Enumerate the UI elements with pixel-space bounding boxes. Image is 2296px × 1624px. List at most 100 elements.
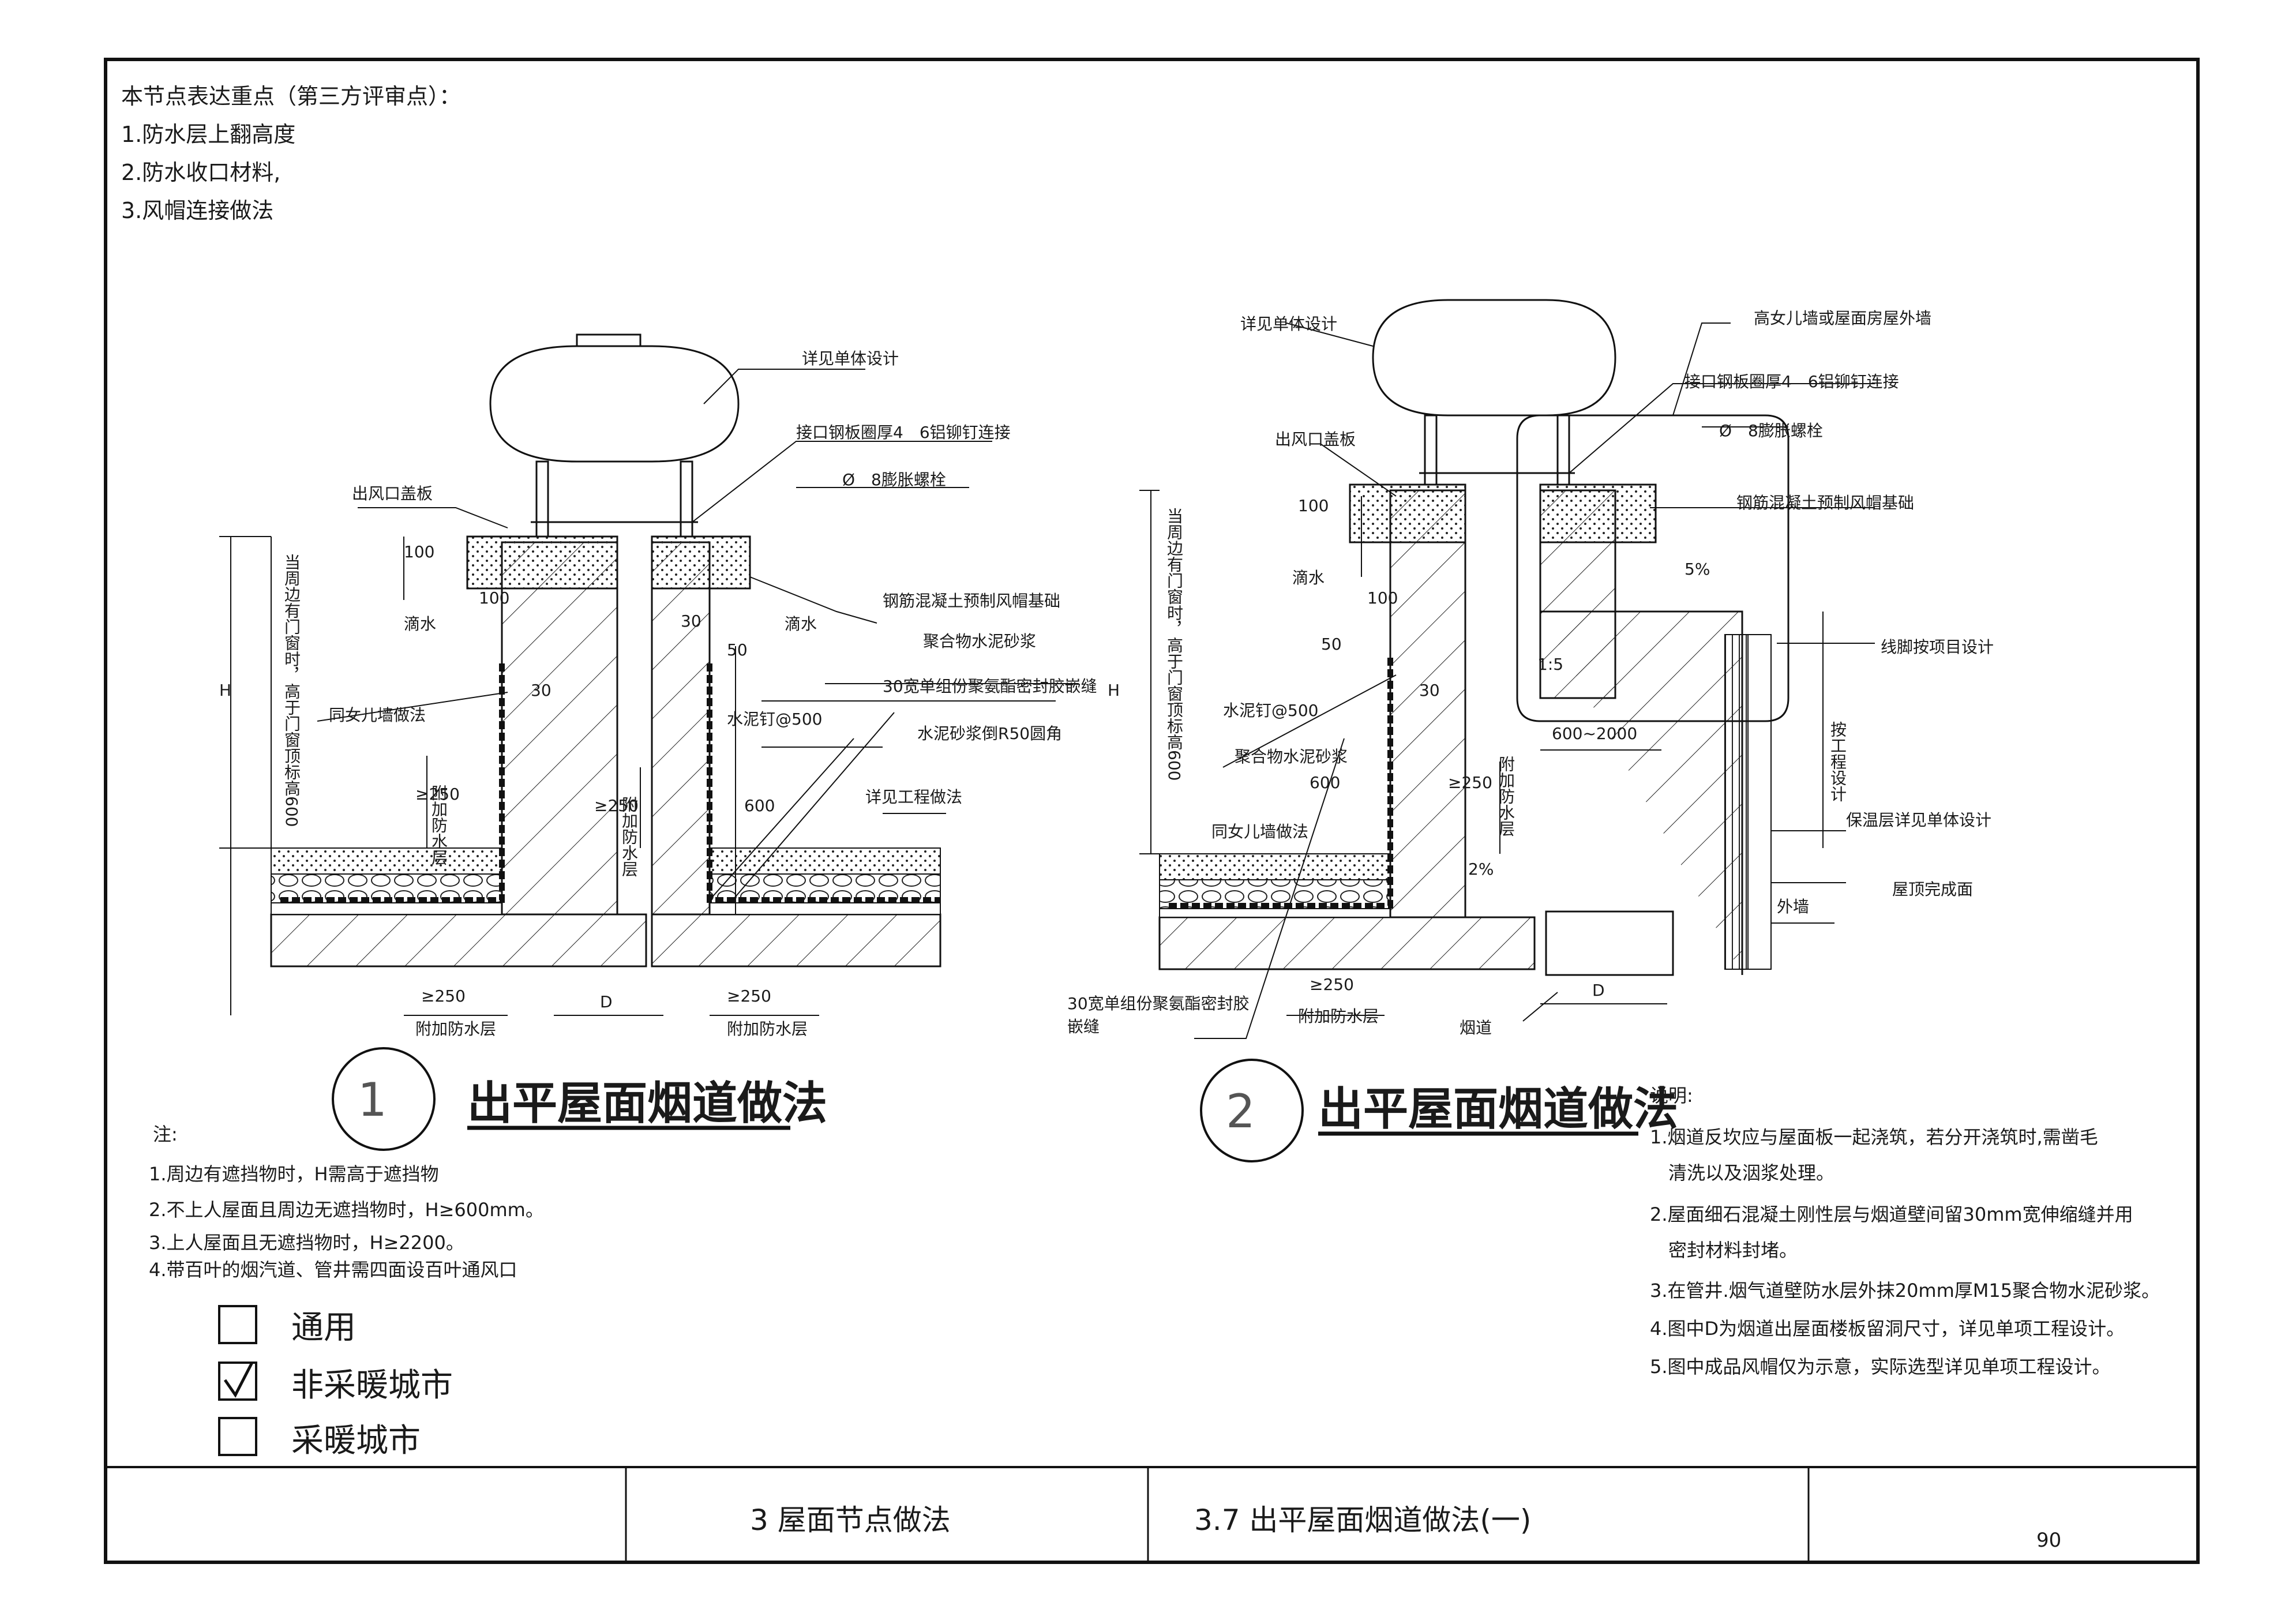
label-dim-30-2: 30 <box>1419 681 1440 700</box>
label-addl-left: 附加防水层 <box>415 1019 497 1038</box>
label-dim-600-2: 600 <box>1310 773 1341 792</box>
label-d: D <box>600 992 613 1011</box>
label-d-2: D <box>1592 981 1605 1000</box>
note-item: 1.周边有遮挡物时，H需高于遮挡物 <box>149 1163 439 1185</box>
label-ge250-h1: ≥250 <box>421 987 466 1006</box>
label-span: 600~2000 <box>1552 724 1638 743</box>
label-seal: 30宽单组份聚氨酯密封胶嵌缝 <box>883 677 1097 696</box>
label-mortar-2: 聚合物水泥砂浆 <box>1235 747 1348 766</box>
detail-1-number: 1 <box>358 1073 387 1127</box>
label-ge250-v-2: ≥250 <box>1448 773 1492 792</box>
label-hood-2: 详见单体设计 <box>1240 314 1338 333</box>
label-wall-2: 高女儿墙或屋面房屋外墙 <box>1754 309 1932 328</box>
legend-label: 非采暖城市 <box>291 1367 453 1404</box>
detail-2-title: 出平屋面烟道做法 <box>1318 1083 1679 1135</box>
explanation-title: 说明: <box>1650 1085 1693 1107</box>
legend-label: 通用 <box>291 1309 356 1347</box>
label-ge250-h-2: ≥250 <box>1310 975 1354 994</box>
explanation-item: 2.屋面细石混凝土刚性层与烟道壁间留30mm宽伸缩缝并用 <box>1650 1203 2133 1225</box>
explanation-item: 清洗以及洇浆处理。 <box>1650 1162 1835 1184</box>
label-dim-100-2: 100 <box>1298 496 1329 515</box>
note-item: 4.带百叶的烟汽道、管井需四面设百叶通风口 <box>149 1259 517 1281</box>
label-parapet: 同女儿墙做法 <box>329 706 426 725</box>
label-wp-v2: 附加防水层 <box>620 796 639 877</box>
detail-1-circle <box>332 1047 436 1151</box>
label-wp-v1: 附加防水层 <box>429 785 448 865</box>
label-nail: 水泥钉@500 <box>727 710 823 729</box>
explanation-item: 4.图中D为烟道出屋面楼板留洞尺寸，详见单项工程设计。 <box>1650 1318 2125 1340</box>
detail-1-drawing <box>219 333 1079 1016</box>
label-cover-2: 出风口盖板 <box>1275 430 1356 449</box>
label-base-2: 钢筋混凝土预制风帽基础 <box>1736 493 1915 512</box>
label-joint: 接口钢板圈厚4 6铝铆钉连接 <box>796 423 1011 442</box>
explanation-item: 1.烟道反坎应与屋面板一起浇筑，若分开浇筑时,需凿毛 <box>1650 1126 2098 1148</box>
label-joint-2: 接口钢板圈厚4 6铝铆钉连接 <box>1685 372 1899 391</box>
label-height-note: 当周边有门窗时，高于门窗顶标高600 <box>282 554 301 827</box>
label-mortar: 聚合物水泥砂浆 <box>923 632 1037 651</box>
label-project: 详见工程做法 <box>865 787 963 807</box>
legend-checkbox[interactable] <box>218 1305 257 1344</box>
header-point: 1.防水层上翻高度 <box>121 122 296 147</box>
detail-2-circle <box>1200 1059 1304 1162</box>
label-flue-2: 烟道 <box>1460 1018 1492 1037</box>
label-dim-30: 30 <box>531 681 552 700</box>
label-bolt-2: Ø 8膨胀螺栓 <box>1719 421 1823 440</box>
label-project-v-2: 按工程设计 <box>1828 721 1847 802</box>
header-point: 3.风帽连接做法 <box>121 198 274 223</box>
label-nail-2: 水泥钉@500 <box>1223 701 1319 720</box>
label-skirting-2: 线脚按项目设计 <box>1881 637 1994 657</box>
note-item: 3.上人屋面且无遮挡物时，H≥2200。 <box>149 1232 464 1254</box>
label-slope-2: 2% <box>1468 860 1494 879</box>
label-height-note-2: 当周边有门窗时，高于门窗顶标高600 <box>1165 508 1184 781</box>
detail-2-drawing <box>1139 299 1875 1039</box>
explanation-item: 密封材料封堵。 <box>1650 1239 1798 1261</box>
label-extwall-2: 外墙 <box>1777 897 1810 916</box>
detail-2-number: 2 <box>1226 1085 1255 1138</box>
label-base: 钢筋混凝土预制风帽基础 <box>883 591 1061 610</box>
header-title: 本节点表达重点（第三方评审点）： <box>121 84 462 109</box>
label-wp-v-2: 附加防水层 <box>1496 756 1515 837</box>
sheet-border <box>104 58 2200 1564</box>
legend-checkbox-checked[interactable] <box>218 1362 257 1401</box>
legend-checkbox[interactable] <box>218 1417 257 1456</box>
label-dim-50: 50 <box>727 640 748 659</box>
label-h-2: H <box>1108 681 1120 700</box>
title-block-section: 3 屋面节点做法 <box>750 1503 951 1537</box>
label-ge250-v1: ≥250 <box>415 785 460 804</box>
label-dim-30b: 30 <box>681 612 701 631</box>
label-fillet: 水泥砂浆倒R50圆角 <box>917 724 1063 743</box>
label-dim-100: 100 <box>404 542 435 561</box>
label-hood: 详见单体设计 <box>802 349 899 368</box>
page-number: 90 <box>2036 1529 2062 1552</box>
label-drip-left: 滴水 <box>404 614 437 633</box>
label-ge250-h2: ≥250 <box>727 987 771 1006</box>
label-drip-right: 滴水 <box>785 614 817 633</box>
checkmark-icon <box>223 1364 253 1398</box>
title-block-subsection: 3.7 出平屋面烟道做法(一) <box>1194 1503 1532 1537</box>
header-point: 2.防水收口材料, <box>121 160 281 185</box>
label-drip-2: 滴水 <box>1292 568 1325 587</box>
explanation-item: 3.在管井.烟气道壁防水层外抹20mm厚M15聚合物水泥砂浆。 <box>1650 1280 2160 1302</box>
label-addl-right: 附加防水层 <box>727 1019 808 1038</box>
label-dim-600: 600 <box>744 796 775 815</box>
label-ratio: 1:5 <box>1537 655 1564 674</box>
label-wp-h-2: 附加防水层 <box>1298 1007 1379 1026</box>
label-dim-50-2: 50 <box>1321 635 1342 654</box>
label-ge250-v2: ≥250 <box>594 796 639 815</box>
detail-1-title: 出平屋面烟道做法 <box>467 1078 828 1130</box>
notes-title: 注: <box>153 1123 178 1145</box>
label-h: H <box>219 681 232 700</box>
label-dim-100b: 100 <box>479 588 510 607</box>
label-slope-5: 5% <box>1685 560 1710 579</box>
label-bolt: Ø 8膨胀螺栓 <box>842 470 946 489</box>
explanation-item: 5.图中成品风帽仅为示意，实际选型详见单项工程设计。 <box>1650 1356 2111 1378</box>
label-dim-100b-2: 100 <box>1367 588 1398 607</box>
legend-label: 采暖城市 <box>291 1422 421 1460</box>
label-seal-2: 30宽单组份聚氨酯密封胶嵌缝 <box>1067 994 1250 1036</box>
label-insul-2: 保温层详见单体设计 <box>1846 811 1992 830</box>
label-cover: 出风口盖板 <box>352 484 433 503</box>
note-item: 2.不上人屋面且周边无遮挡物时，H≥600mm。 <box>149 1199 544 1221</box>
label-parapet-2: 同女儿墙做法 <box>1211 822 1309 841</box>
label-roof-2: 屋顶完成面 <box>1892 880 1974 899</box>
